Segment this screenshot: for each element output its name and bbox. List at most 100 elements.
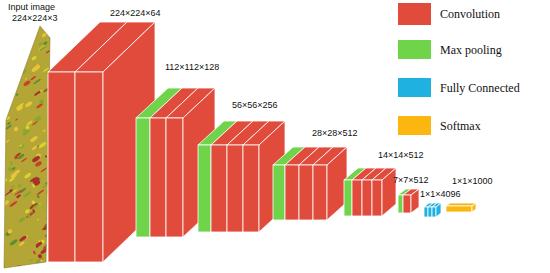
image-texture bbox=[36, 102, 44, 109]
image-texture bbox=[41, 32, 47, 38]
image-texture bbox=[40, 259, 43, 262]
layer-block bbox=[344, 168, 396, 216]
image-texture bbox=[0, 163, 6, 170]
fc-layer bbox=[428, 207, 432, 217]
dimension-label: 28×28×512 bbox=[312, 128, 358, 139]
image-texture bbox=[17, 153, 25, 160]
conv-layer bbox=[48, 72, 75, 262]
image-texture bbox=[7, 121, 12, 125]
dimension-label: 56×56×256 bbox=[232, 100, 278, 111]
image-texture bbox=[10, 185, 15, 189]
conv-layer bbox=[352, 180, 362, 216]
image-texture bbox=[20, 60, 28, 67]
image-texture bbox=[34, 115, 42, 122]
image-texture bbox=[0, 209, 5, 216]
image-texture bbox=[41, 228, 44, 231]
image-texture bbox=[0, 137, 5, 142]
image-texture bbox=[32, 250, 36, 255]
pool-layer bbox=[136, 118, 150, 237]
image-texture bbox=[22, 129, 31, 137]
image-texture bbox=[19, 235, 28, 243]
image-texture bbox=[32, 203, 41, 210]
image-texture bbox=[0, 75, 8, 83]
image-texture bbox=[24, 269, 28, 273]
image-texture bbox=[7, 39, 12, 44]
image-texture bbox=[13, 169, 20, 175]
softmax-layer bbox=[446, 206, 472, 212]
image-texture bbox=[20, 51, 28, 57]
image-texture bbox=[45, 155, 48, 158]
pool-layer bbox=[344, 180, 352, 216]
image-texture bbox=[16, 71, 19, 74]
image-texture bbox=[0, 157, 6, 163]
conv-layer bbox=[362, 180, 372, 216]
conv-layer bbox=[211, 145, 227, 232]
legend-text: Max pooling bbox=[440, 43, 502, 57]
image-texture bbox=[25, 125, 30, 130]
image-texture bbox=[13, 126, 19, 132]
image-texture bbox=[46, 49, 52, 53]
image-texture bbox=[8, 177, 15, 183]
conv-layer bbox=[150, 118, 166, 237]
image-texture bbox=[23, 80, 31, 87]
conv-layer-side bbox=[259, 121, 285, 232]
image-texture bbox=[18, 216, 26, 223]
image-texture bbox=[38, 42, 43, 47]
image-texture bbox=[38, 98, 45, 104]
image-texture bbox=[0, 268, 3, 273]
layer-block bbox=[273, 147, 347, 220]
image-texture bbox=[37, 253, 43, 259]
softmax-layer-top bbox=[446, 203, 476, 206]
image-texture bbox=[2, 200, 10, 207]
image-texture bbox=[21, 157, 28, 162]
image-texture bbox=[37, 218, 40, 220]
image-texture bbox=[43, 89, 48, 93]
image-texture bbox=[40, 167, 47, 173]
layer-block bbox=[398, 189, 419, 213]
conv-layer bbox=[166, 118, 183, 237]
image-texture bbox=[19, 143, 26, 149]
image-texture bbox=[30, 75, 37, 80]
image-texture bbox=[14, 269, 17, 272]
image-texture bbox=[0, 231, 3, 234]
image-texture bbox=[34, 177, 39, 182]
image-texture bbox=[42, 266, 52, 273]
image-texture bbox=[0, 174, 3, 179]
pool-layer bbox=[273, 165, 285, 220]
image-texture bbox=[38, 141, 47, 149]
image-texture bbox=[9, 161, 13, 165]
conv-layer bbox=[372, 180, 382, 216]
image-texture bbox=[2, 34, 8, 39]
image-texture bbox=[14, 155, 19, 160]
conv-layer-side bbox=[103, 22, 155, 262]
dimension-label: 224×224×64 bbox=[110, 8, 161, 19]
legend-text: Convolution bbox=[440, 7, 500, 21]
conv-layer bbox=[285, 165, 299, 220]
image-texture bbox=[0, 21, 3, 25]
image-texture bbox=[31, 64, 41, 73]
conv-layer bbox=[299, 165, 313, 220]
softmax-layer-side bbox=[472, 203, 476, 212]
image-texture bbox=[15, 118, 19, 121]
input-label: Input image bbox=[8, 2, 55, 13]
image-texture bbox=[4, 139, 10, 143]
image-texture bbox=[0, 170, 5, 177]
image-texture bbox=[17, 184, 21, 188]
image-texture bbox=[26, 214, 31, 219]
image-texture bbox=[24, 101, 33, 109]
image-texture bbox=[23, 191, 32, 198]
image-texture bbox=[24, 172, 32, 179]
image-texture bbox=[24, 208, 30, 214]
image-texture bbox=[31, 145, 38, 151]
image-texture bbox=[32, 184, 36, 189]
image-texture bbox=[20, 40, 25, 44]
pool-layer bbox=[198, 145, 211, 232]
dimension-label: 224×224×3 bbox=[12, 13, 58, 24]
image-texture bbox=[30, 135, 39, 143]
image-texture bbox=[9, 200, 18, 207]
layer-block bbox=[198, 121, 285, 232]
fc-layer-side bbox=[436, 203, 441, 217]
image-texture bbox=[32, 121, 39, 126]
image-texture bbox=[19, 187, 27, 194]
